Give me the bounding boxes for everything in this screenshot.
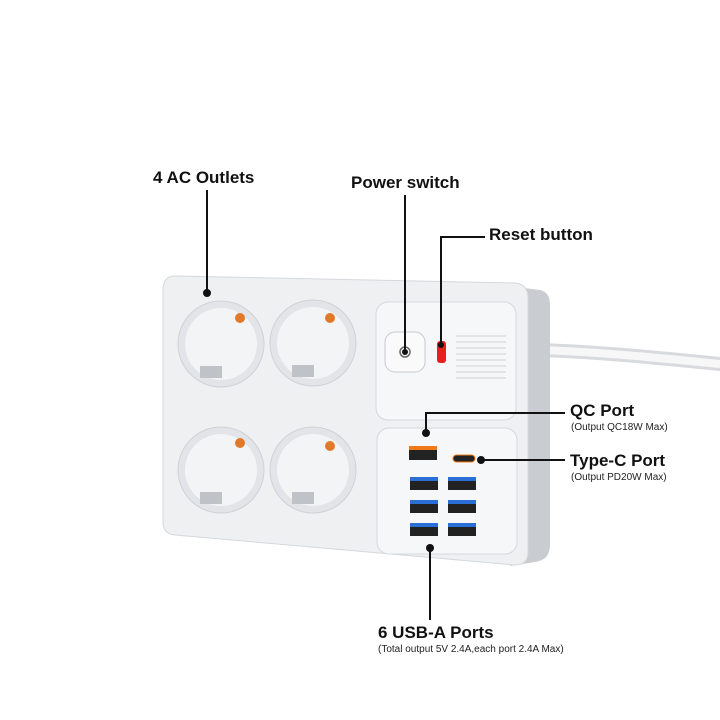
reset-button-label: Reset button [489,225,593,244]
power-cable-highlight [539,346,720,368]
usb-a-ports-note: (Total output 5V 2.4A,each port 2.4A Max… [378,644,564,655]
outlet-1 [177,300,265,388]
qc-port-note: (Output QC18W Max) [571,422,668,433]
power-switch-label: Power switch [351,173,460,192]
vents [456,335,506,379]
ac-outlets-label: 4 AC Outlets [153,168,255,187]
leader-dots [203,289,485,552]
type-c-port [452,454,476,463]
usb-panel [376,427,518,555]
outlet-4 [269,426,357,514]
usb-a-ports [410,477,476,536]
ac-outlets [177,299,357,514]
type-c-port-label: Type-C Port [570,451,666,470]
qc-port-label: QC Port [570,401,635,420]
outlet-2 [269,299,357,387]
usb-a-ports-label: 6 USB-A Ports [378,623,494,642]
leader-lines [206,190,565,620]
outlet-3 [177,426,265,514]
type-c-port-note: (Output PD20W Max) [571,472,667,483]
